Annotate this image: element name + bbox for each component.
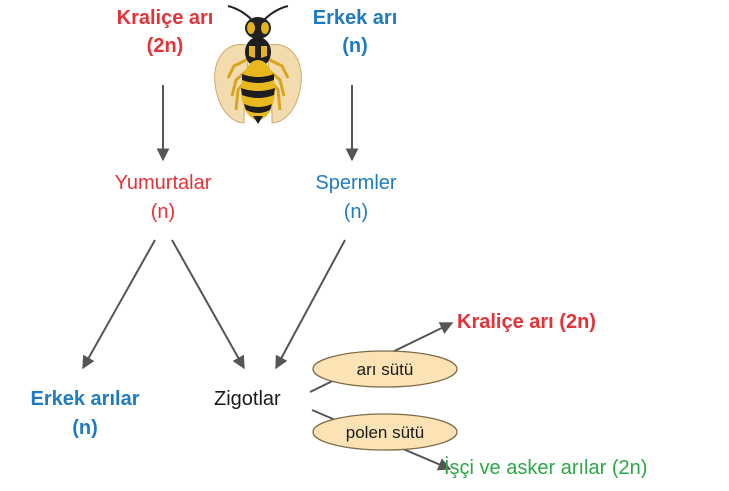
- arrow-sperm-to-zygotes: [275, 239, 346, 370]
- queen-bee-name: Kraliçe arı: [116, 7, 214, 29]
- queen-bee-label: Kraliçe arı (2n): [117, 7, 214, 58]
- male-offspring-label: Erkek arılar (n): [31, 388, 140, 440]
- eggs-name: Yumurtalar: [114, 172, 212, 194]
- sperm-name: Spermler: [315, 172, 397, 194]
- drone-bee-label: Erkek arı (n): [313, 7, 398, 58]
- drone-bee-ploidy: (n): [342, 35, 368, 57]
- worker-soldier-result-label: İşçi ve asker arılar (2n): [444, 457, 648, 479]
- royal-jelly-oval: [312, 350, 458, 388]
- male-offspring-ploidy: (n): [72, 417, 98, 439]
- pollen-milk-oval: [312, 413, 458, 451]
- eggs-label: Yumurtalar (n): [115, 172, 212, 224]
- sperm-label: Spermler (n): [315, 172, 396, 224]
- pollen-milk-label: polen sütü: [346, 423, 424, 442]
- arrow-eggs-to-male-offspring: [82, 239, 156, 370]
- queen-bee-ploidy: (2n): [146, 35, 184, 57]
- sperm-ploidy: (n): [343, 201, 369, 223]
- eggs-ploidy: (n): [150, 201, 176, 223]
- zygotes-label: Zigotlar: [214, 388, 281, 410]
- drone-bee-name: Erkek arı: [312, 7, 398, 29]
- royal-jelly-label: arı sütü: [357, 360, 414, 379]
- wasp-icon: [214, 5, 302, 124]
- queen-result-label: Kraliçe arı (2n): [457, 311, 596, 333]
- male-offspring-name: Erkek arılar: [30, 388, 140, 410]
- arrow-eggs-to-zygotes: [171, 239, 245, 370]
